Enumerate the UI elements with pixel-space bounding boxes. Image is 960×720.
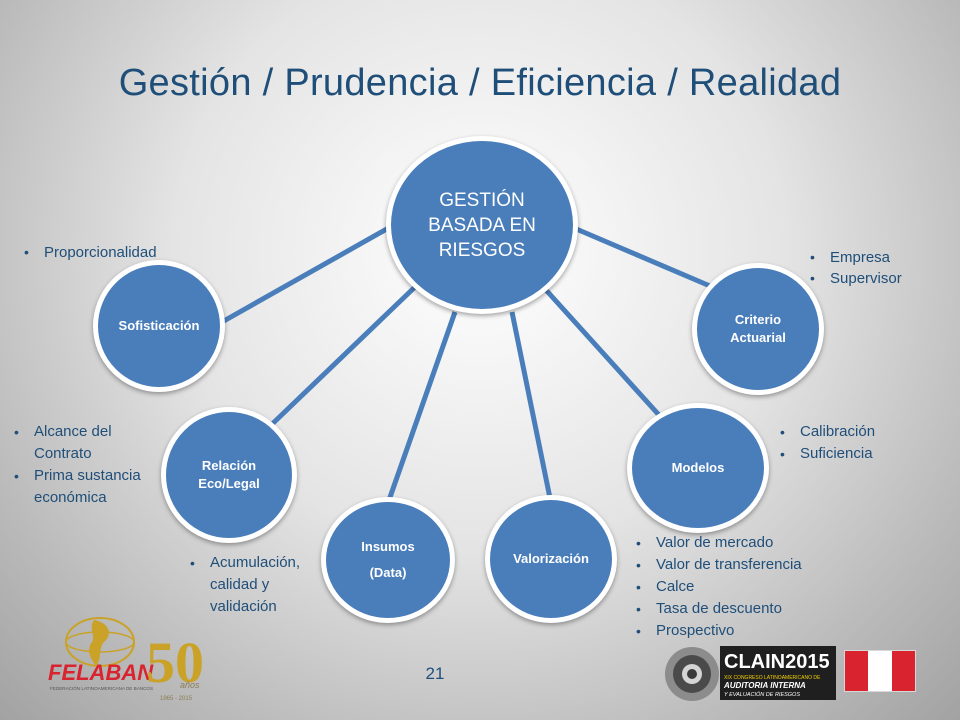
globe-icon <box>65 617 135 667</box>
clain-wordmark: CLAIN2015 <box>724 651 830 673</box>
bullet-item: Calibración <box>776 421 926 443</box>
felaban-wordmark: FELABAN <box>48 660 154 685</box>
bullet-item: Prima sustancia económica <box>10 465 160 509</box>
flag-stripe-right <box>891 651 915 691</box>
node-criterio-label-line-2: Actuarial <box>730 330 786 345</box>
center-label: GESTIÓN BASADA EN RIESGOS <box>416 188 548 263</box>
node-sofisticacion-label: Sofisticación <box>118 318 200 333</box>
bullets-valorizacion: Valor de mercado Valor de transferencia … <box>632 532 832 642</box>
bullet-item: Prospectivo <box>632 620 832 642</box>
node-insumos-label-line-2: (Data) <box>369 565 407 580</box>
bullets-sofisticacion: Proporcionalidad <box>20 242 200 263</box>
slide-title: Gestión / Prudencia / Eficiencia / Reali… <box>118 62 842 104</box>
node-modelos-label: Modelos <box>671 460 725 475</box>
felaban-50-logo: FELABAN FEDERACIÓN LATINOAMERICANA DE BA… <box>48 617 204 702</box>
bullet-item: Valor de transferencia <box>632 554 832 576</box>
clain-text-panel <box>720 646 836 700</box>
clain-line-2: AUDITORIA INTERNA <box>723 681 806 690</box>
bullet-item: Calce <box>632 576 832 598</box>
center-label-line-2: BASADA EN <box>428 214 536 236</box>
page-number: 21 <box>425 664 445 683</box>
node-insumos-label-line-1: Insumos <box>361 539 415 554</box>
connector-sofisticacion <box>220 223 394 325</box>
peru-flag <box>845 651 915 691</box>
bullets-modelos: Calibración Suficiencia <box>776 421 926 465</box>
connector-relacion <box>266 284 418 430</box>
bullet-item: Suficiencia <box>776 443 926 465</box>
bullet-item: Proporcionalidad <box>20 242 200 263</box>
connector-modelos <box>544 288 670 427</box>
bullets-insumos: Acumulación, calidad y validación <box>186 552 316 618</box>
clain-line-1: XIX CONGRESO LATINOAMERICANO DE <box>724 675 821 681</box>
center-label-line-3: RIESGOS <box>438 239 526 261</box>
bullet-item: Alcance del Contrato <box>10 421 160 465</box>
node-criterio-actuarial: Criterio Actuarial <box>692 263 824 395</box>
bullet-item: Supervisor <box>806 268 946 289</box>
years-mark: 1965 - 2015 <box>160 696 193 702</box>
node-relacion-eco-legal: Relación Eco/Legal <box>161 407 297 543</box>
bullets-relacion: Alcance del Contrato Prima sustancia eco… <box>10 421 160 509</box>
node-valorizacion: Valorización <box>485 495 617 623</box>
bullet-item: Tasa de descuento <box>632 598 832 620</box>
flag-stripe-left <box>845 651 869 691</box>
bullet-item: Acumulación, calidad y validación <box>186 552 316 618</box>
gear-icon <box>665 647 719 701</box>
clain-2015-logo: CLAIN2015 XIX CONGRESO LATINOAMERICANO D… <box>665 646 836 701</box>
node-criterio-label-line-1: Criterio <box>734 312 782 327</box>
connector-insumos <box>385 311 458 504</box>
node-modelos: Modelos <box>627 403 769 533</box>
felaban-subtext: FEDERACIÓN LATINOAMERICANA DE BANCOS <box>50 685 153 691</box>
connector-valorizacion <box>509 311 554 504</box>
center-circle-gestion: GESTIÓN BASADA EN RIESGOS <box>386 136 578 314</box>
center-label-line-1: GESTIÓN <box>439 189 525 211</box>
node-relacion-label-line-2: Eco/Legal <box>198 476 260 491</box>
clain-line-3: Y EVALUACIÓN DE RIESGOS <box>724 691 800 698</box>
bullets-criterio: Empresa Supervisor <box>806 247 946 289</box>
node-valorizacion-label: Valorización <box>513 551 589 566</box>
anos-mark: años <box>180 680 200 690</box>
fifty-mark: 50 <box>146 630 204 695</box>
node-sofisticacion: Sofisticación <box>93 260 225 392</box>
node-insumos: Insumos (Data) <box>321 497 455 623</box>
flag-stripe-middle <box>868 651 892 691</box>
connector-criterio <box>573 225 711 289</box>
bullet-item: Valor de mercado <box>632 532 832 554</box>
node-relacion-label-line-1: Relación <box>201 458 257 473</box>
bullet-item: Empresa <box>806 247 946 268</box>
